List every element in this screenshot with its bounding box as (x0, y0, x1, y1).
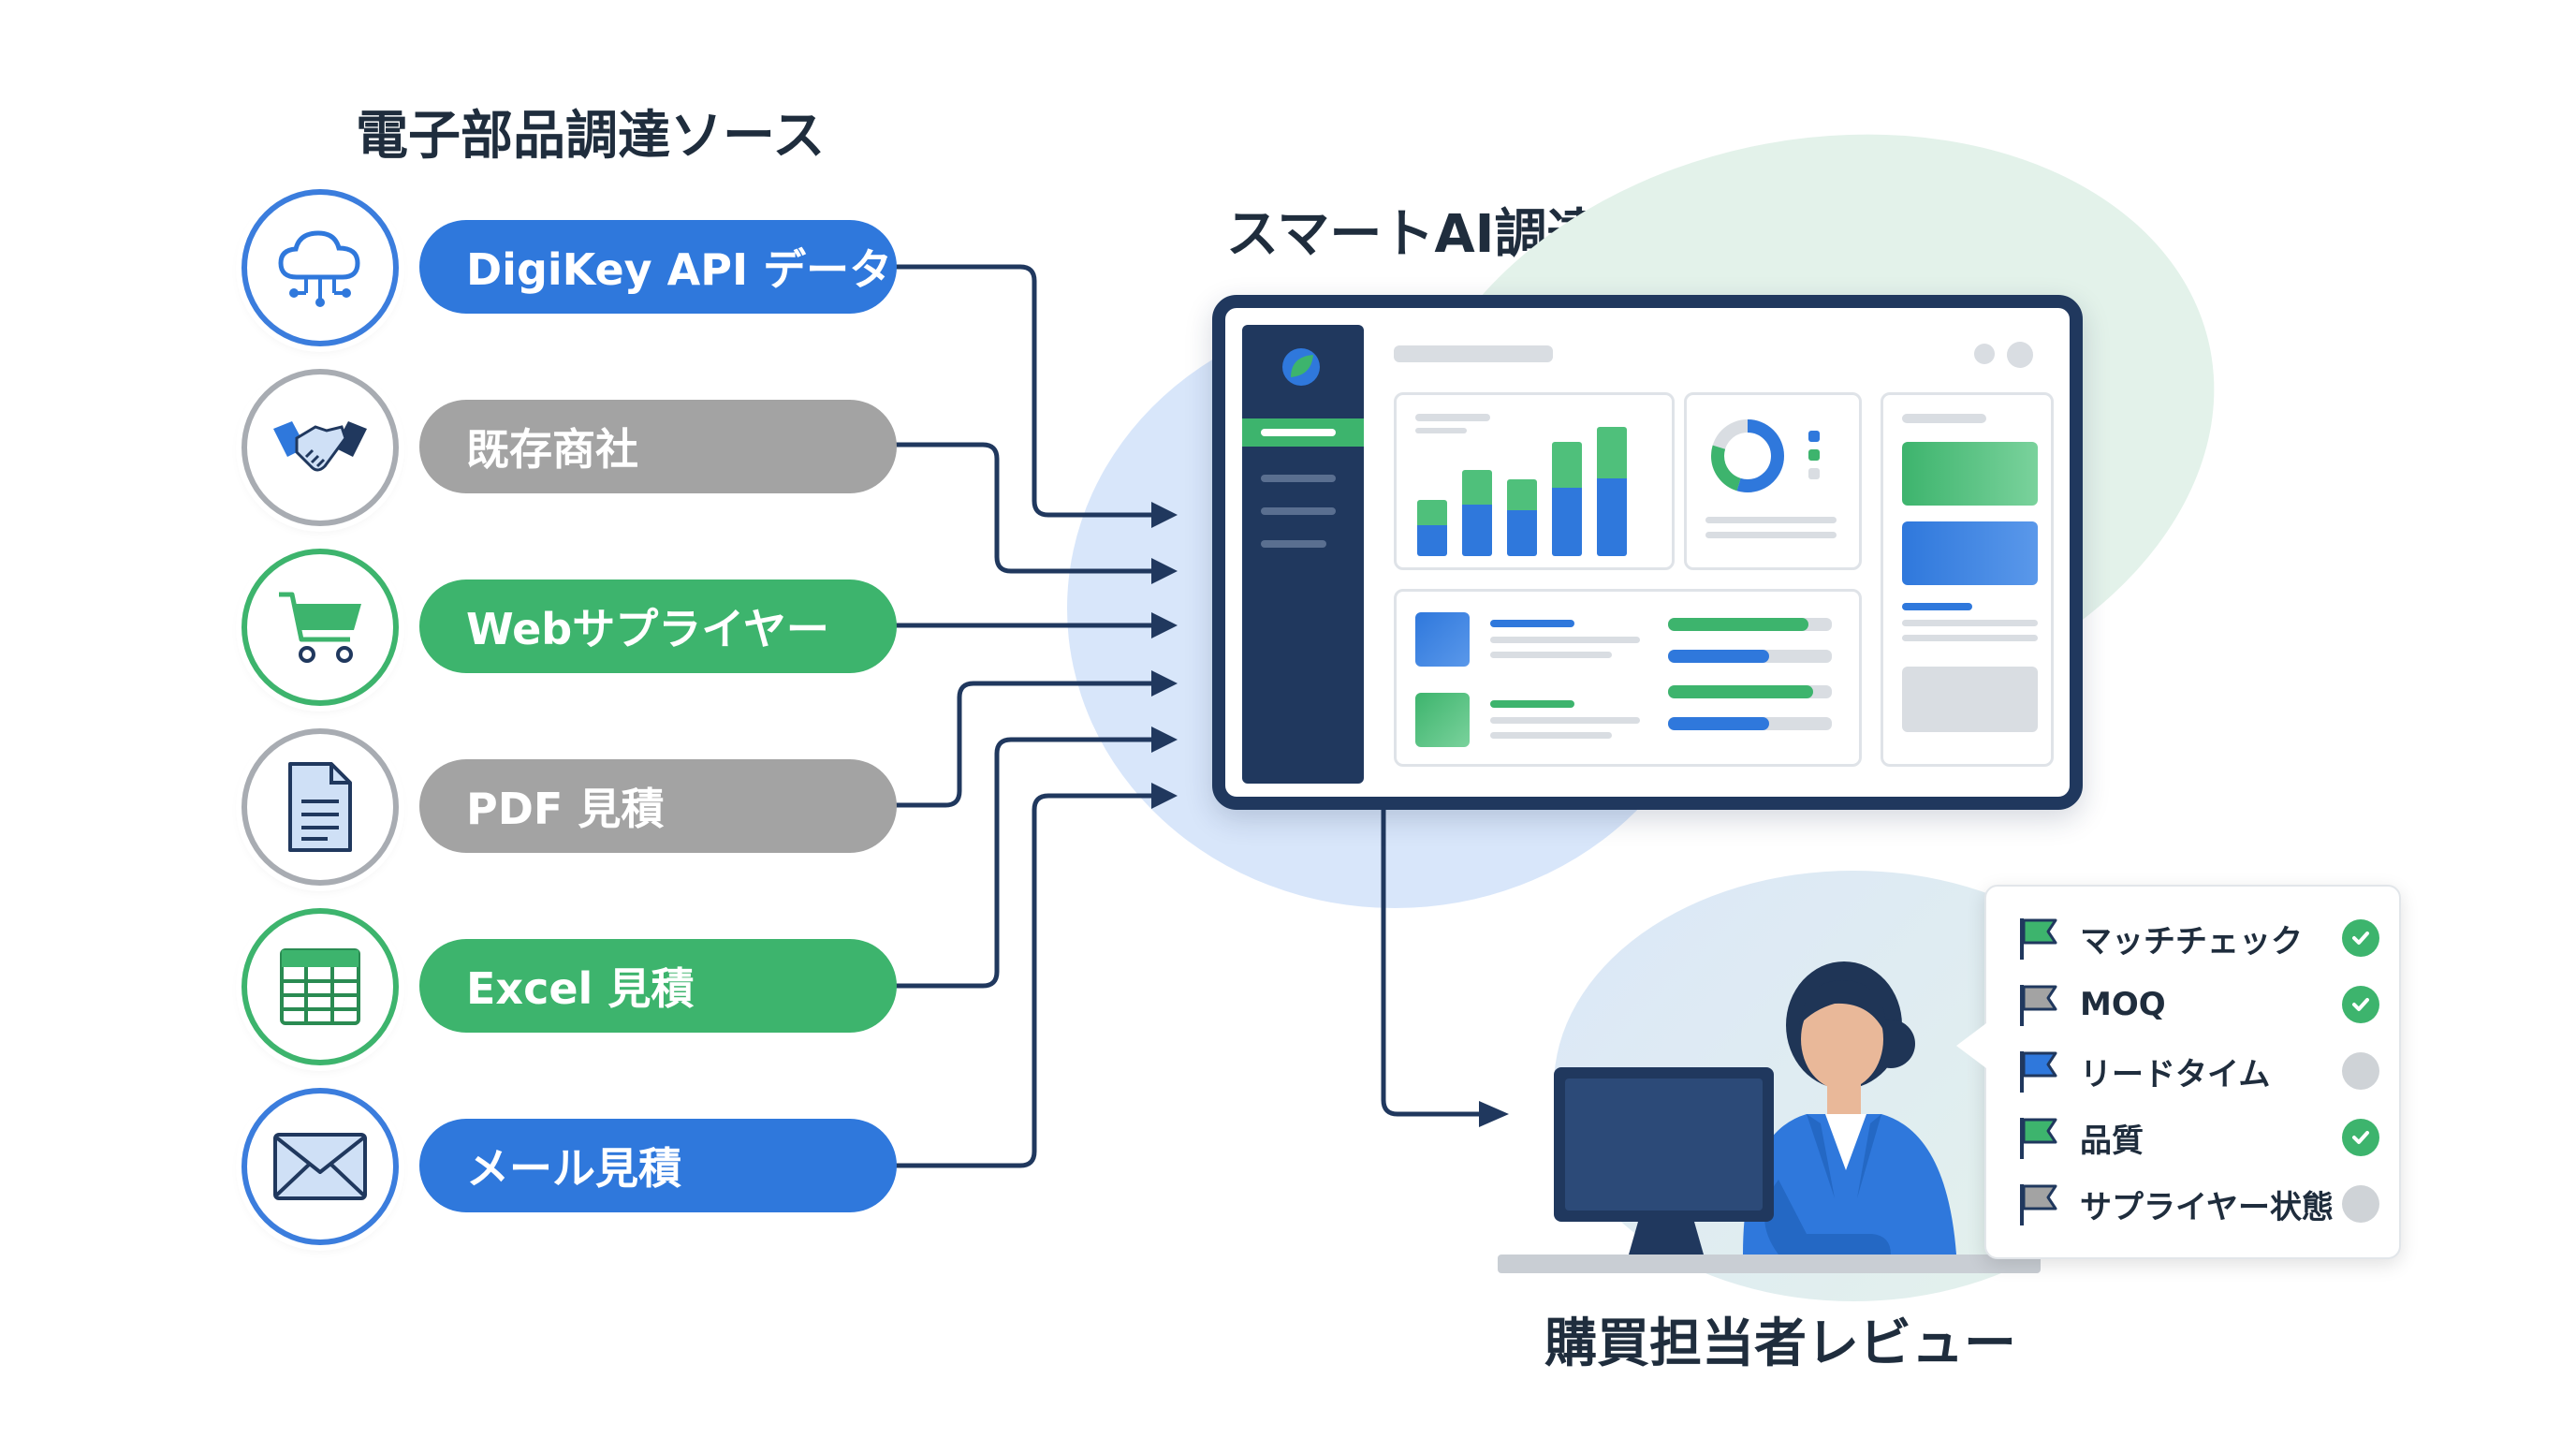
chart-bar (1417, 500, 1447, 556)
supplier-thumb-green (1415, 693, 1470, 747)
checklist-label: マッチチェック (2080, 922, 2303, 961)
pending-status-icon (2342, 1052, 2379, 1090)
summary-card-green (1902, 442, 2038, 506)
sidebar-item (1261, 475, 1336, 482)
progress-fill (1668, 685, 1813, 698)
green-flag-icon (2020, 1118, 2057, 1159)
blue-flag-icon (2020, 1051, 2057, 1093)
comparison-list-panel (1394, 589, 1862, 767)
check-icon (2342, 919, 2379, 957)
handshake-icon (242, 369, 399, 526)
dashboard-sidebar (1242, 325, 1364, 784)
speech-pointer (1956, 1018, 1994, 1074)
review-title: 購買担当者レビュー (1544, 1313, 2016, 1374)
checklist-item: MOQ (2014, 976, 2379, 1033)
chart-bar (1552, 442, 1582, 556)
check-icon (2342, 1119, 2379, 1156)
donut-chart (1711, 419, 1784, 492)
leaf-logo-icon (1282, 348, 1320, 386)
text-placeholder (1902, 620, 2038, 626)
text-placeholder (1490, 717, 1640, 724)
purchaser-reviewer-illustration (1498, 961, 2041, 1273)
sources-title: 電子部品調達ソース (356, 106, 826, 167)
progress-fill (1668, 650, 1769, 663)
spreadsheet-icon (242, 908, 399, 1065)
checklist-label: 品質 (2080, 1122, 2144, 1160)
legend-dot (1808, 431, 1820, 442)
sidebar-active-marker (1261, 429, 1336, 436)
legend-dot (1808, 468, 1820, 479)
window-control-icon (1974, 344, 1995, 364)
chart-bar (1462, 470, 1492, 556)
source-pill-web-supplier: Webサプライヤー (419, 580, 897, 673)
source-pill-pdf-quote: PDF 見積 (419, 759, 897, 853)
supplier-thumb-blue (1415, 612, 1470, 667)
cloud-network-icon (242, 189, 399, 346)
checklist-label: リードタイム (2080, 1055, 2271, 1093)
checklist-item: 品質 (2014, 1109, 2379, 1166)
text-placeholder (1490, 700, 1574, 708)
checklist-label: サプライヤー状態 (2080, 1188, 2334, 1226)
panel-heading-placeholder (1415, 414, 1490, 421)
gray-flag-icon (2020, 1184, 2057, 1225)
progress-fill (1668, 618, 1808, 631)
legend-dot (1808, 449, 1820, 461)
dashboard-monitor (1212, 295, 2083, 810)
summary-panel (1881, 392, 2054, 767)
source-pill-mail-quote: メール見積 (419, 1119, 897, 1212)
chart-bar (1507, 479, 1537, 556)
text-placeholder (1490, 620, 1574, 627)
text-placeholder (1902, 414, 1986, 423)
bar-chart-panel (1394, 392, 1675, 570)
panel-heading-placeholder (1415, 428, 1467, 433)
gray-flag-icon (2020, 985, 2057, 1026)
progress-fill (1668, 717, 1769, 730)
summary-card-blue (1902, 521, 2038, 585)
check-icon (2342, 986, 2379, 1023)
shopping-cart-icon (242, 549, 399, 706)
source-pill-excel-quote: Excel 見積 (419, 939, 897, 1033)
dashboard-topbar (1394, 345, 1553, 362)
source-pill-existing-trader: 既存商社 (419, 400, 897, 493)
text-placeholder (1490, 637, 1640, 643)
chart-bar (1597, 427, 1627, 556)
text-placeholder (1490, 652, 1612, 658)
document-icon (242, 728, 399, 886)
checklist-item: サプライヤー状態 (2014, 1176, 2379, 1232)
text-placeholder (1705, 517, 1837, 523)
placeholder-block (1902, 667, 2038, 732)
envelope-icon (242, 1088, 399, 1245)
text-placeholder (1705, 532, 1837, 538)
sidebar-item (1261, 540, 1326, 548)
checklist-item: リードタイム (2014, 1043, 2379, 1099)
donut-chart-panel (1684, 392, 1862, 570)
pending-status-icon (2342, 1185, 2379, 1223)
window-control-icon (2007, 342, 2033, 368)
text-placeholder (1902, 603, 1972, 610)
text-placeholder (1490, 732, 1612, 739)
checklist-item: マッチチェック (2014, 910, 2379, 966)
review-checklist-card: マッチチェック MOQ リードタイム 品質 (1956, 885, 2401, 1259)
source-pill-digikey: DigiKey API データ (419, 220, 897, 314)
text-placeholder (1902, 635, 2038, 641)
green-flag-icon (2020, 918, 2057, 960)
checklist-label: MOQ (2080, 986, 2166, 1023)
sidebar-item (1261, 507, 1336, 515)
